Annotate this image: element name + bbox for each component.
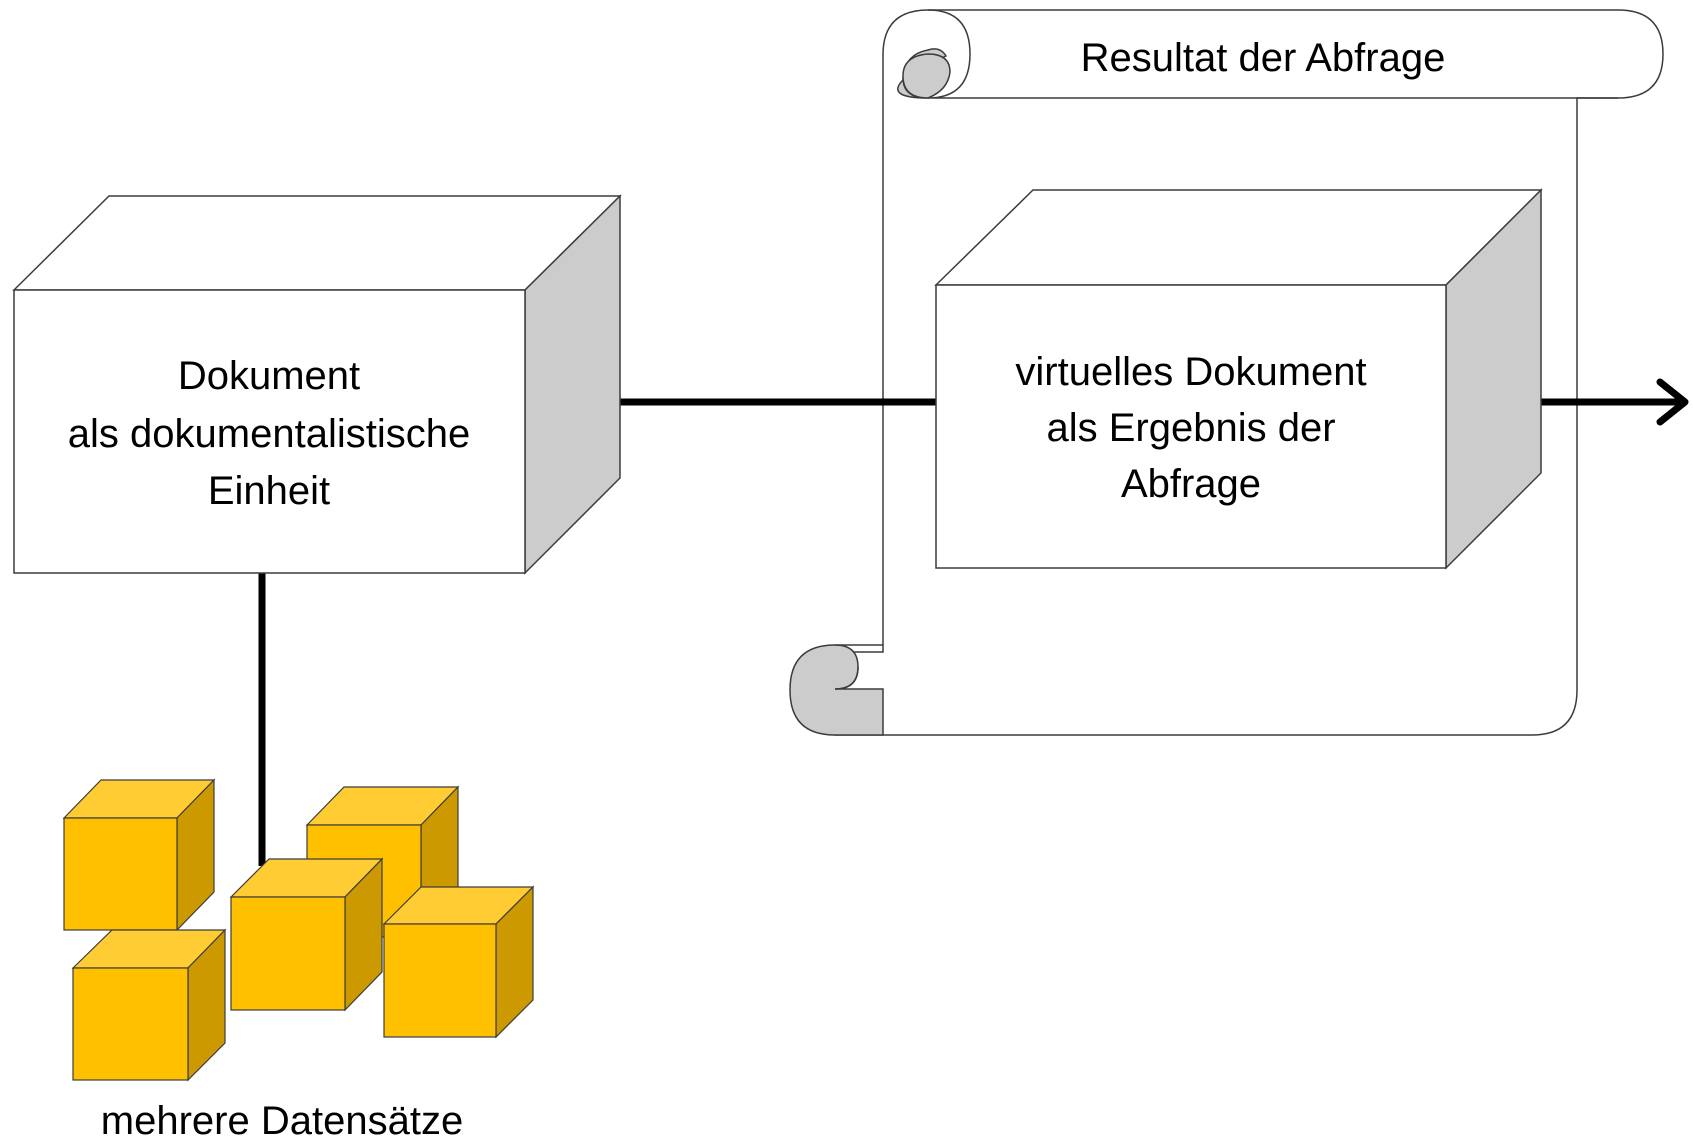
scroll-title: Resultat der Abfrage (1081, 36, 1446, 80)
document-label-line-1: Dokument (178, 354, 360, 398)
document-label-line-2: als dokumentalistische (68, 412, 470, 456)
virtual-document-box-top (934, 189, 1543, 286)
document-box-front (13, 289, 526, 574)
scroll-bottom-curl-inner (834, 644, 883, 690)
scroll-top-curl-outline (927, 9, 1618, 99)
record-cube-3 (71, 928, 227, 1082)
record-cube-1 (62, 778, 216, 932)
records-cubes (62, 778, 535, 1082)
output-arrowhead (1656, 378, 1689, 426)
virtual-document-label-line-1: virtuelles Dokument (1015, 350, 1366, 394)
document-label-line-3: Einheit (208, 469, 330, 513)
virtual-document-box-front (935, 284, 1447, 569)
record-cube-4 (229, 857, 384, 1012)
document-box (12, 194, 622, 575)
virtual-document-label-line-2: als Ergebnis der (1046, 406, 1335, 450)
scroll-top-curl-shade (902, 53, 951, 99)
document-box-top (12, 195, 622, 291)
virtual-document-box (934, 188, 1543, 570)
records-label: mehrere Datensätze (101, 1099, 463, 1142)
virtual-document-label-line-3: Abfrage (1121, 462, 1261, 506)
record-cube-5 (382, 885, 535, 1039)
